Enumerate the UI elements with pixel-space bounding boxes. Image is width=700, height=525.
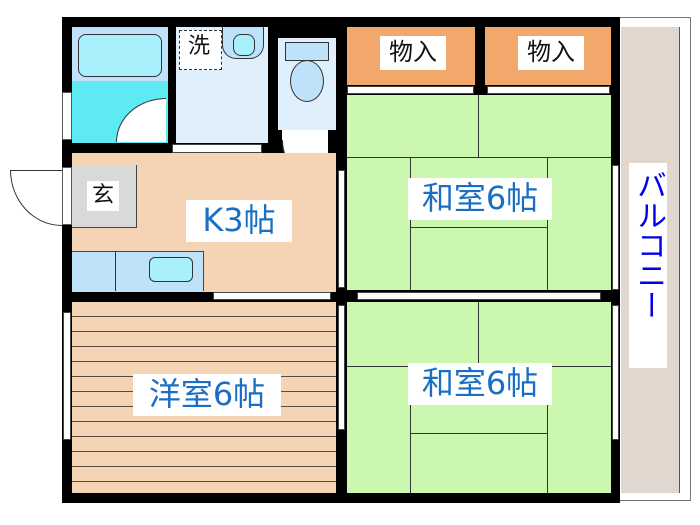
balcony-label: バルコニー — [631, 170, 666, 320]
tatami-line — [410, 433, 547, 434]
western-to-lower-room-door[interactable] — [338, 305, 345, 430]
bath-window[interactable] — [62, 92, 72, 140]
tatami-line — [478, 95, 479, 157]
washroom-sliding-door[interactable] — [172, 144, 262, 153]
balcony-label-box — [629, 163, 667, 368]
western-room-window-left[interactable] — [63, 312, 71, 440]
counter-divider — [115, 251, 116, 291]
toilet-door-frame — [282, 130, 328, 142]
tatami-line — [410, 227, 547, 228]
sink-basin-icon — [233, 34, 255, 56]
entrance-door-frame — [62, 167, 72, 225]
closet-right-label: 物入 — [518, 36, 584, 70]
tatami-line — [547, 157, 548, 290]
toilet-tank-icon — [285, 42, 329, 61]
japanese-room-lower-label: 和室6帖 — [408, 363, 552, 405]
tatami-line — [547, 366, 548, 493]
upper-room-window[interactable] — [612, 165, 619, 290]
fusuma-middle-door[interactable] — [357, 292, 601, 300]
tatami-line — [410, 366, 411, 493]
bathtub-icon — [78, 34, 162, 77]
kitchen-label: K3帖 — [186, 200, 292, 242]
kitchen-to-upper-room-door[interactable] — [338, 170, 345, 288]
entrance-door-swing-icon[interactable] — [10, 170, 62, 226]
kitchen-to-western-room-door[interactable] — [213, 292, 331, 300]
closet-left-door[interactable] — [347, 86, 474, 94]
closet-left-label: 物入 — [380, 36, 446, 70]
tatami-line — [347, 157, 611, 158]
western-room-label: 洋室6帖 — [133, 374, 281, 416]
closet-right-door[interactable] — [487, 86, 610, 94]
toilet-bowl-icon — [290, 60, 324, 102]
tatami-line — [410, 157, 411, 290]
tatami-line — [478, 302, 479, 366]
washroom-label: 洗 — [183, 36, 215, 58]
lower-room-window[interactable] — [612, 305, 619, 440]
japanese-room-upper-label: 和室6帖 — [408, 178, 552, 220]
kitchen-sink-icon — [149, 257, 193, 282]
entrance-label: 玄 — [87, 181, 119, 211]
